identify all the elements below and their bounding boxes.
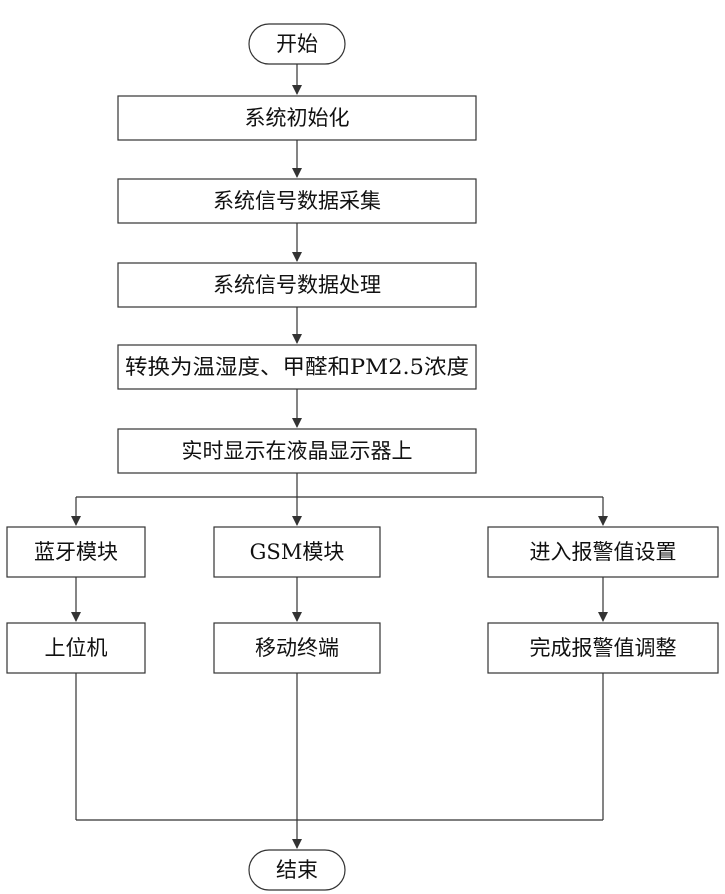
step-process-label: 系统信号数据处理 <box>213 273 381 297</box>
branch-alarm-setting-box: 进入报警值设置 <box>487 526 719 578</box>
start-terminal: 开始 <box>248 23 346 65</box>
branch-mobile-label: 移动终端 <box>255 636 339 660</box>
branch-alarm-adjust-label: 完成报警值调整 <box>530 636 677 660</box>
step-display-box: 实时显示在液晶显示器上 <box>117 428 477 474</box>
start-label: 开始 <box>276 32 318 56</box>
step-display-label: 实时显示在液晶显示器上 <box>182 439 413 463</box>
branch-alarm-setting-label: 进入报警值设置 <box>530 540 677 564</box>
branch-bluetooth-label: 蓝牙模块 <box>34 540 118 564</box>
step-convert-box: 转换为温湿度、甲醛和PM2.5浓度 <box>117 344 477 390</box>
branch-alarm-adjust-box: 完成报警值调整 <box>487 622 719 674</box>
step-collect-box: 系统信号数据采集 <box>117 178 477 224</box>
end-label: 结束 <box>276 858 318 882</box>
branch-host-label: 上位机 <box>45 636 108 660</box>
step-init-box: 系统初始化 <box>117 95 477 141</box>
branch-host-box: 上位机 <box>6 622 146 674</box>
end-terminal: 结束 <box>248 849 346 891</box>
step-init-label: 系统初始化 <box>245 106 350 130</box>
branch-bluetooth-box: 蓝牙模块 <box>6 526 146 578</box>
branch-mobile-box: 移动终端 <box>213 622 381 674</box>
step-collect-label: 系统信号数据采集 <box>213 189 381 213</box>
step-process-box: 系统信号数据处理 <box>117 262 477 308</box>
branch-gsm-box: GSM模块 <box>213 526 381 578</box>
step-convert-label: 转换为温湿度、甲醛和PM2.5浓度 <box>125 355 469 379</box>
branch-gsm-label: GSM模块 <box>250 540 345 564</box>
